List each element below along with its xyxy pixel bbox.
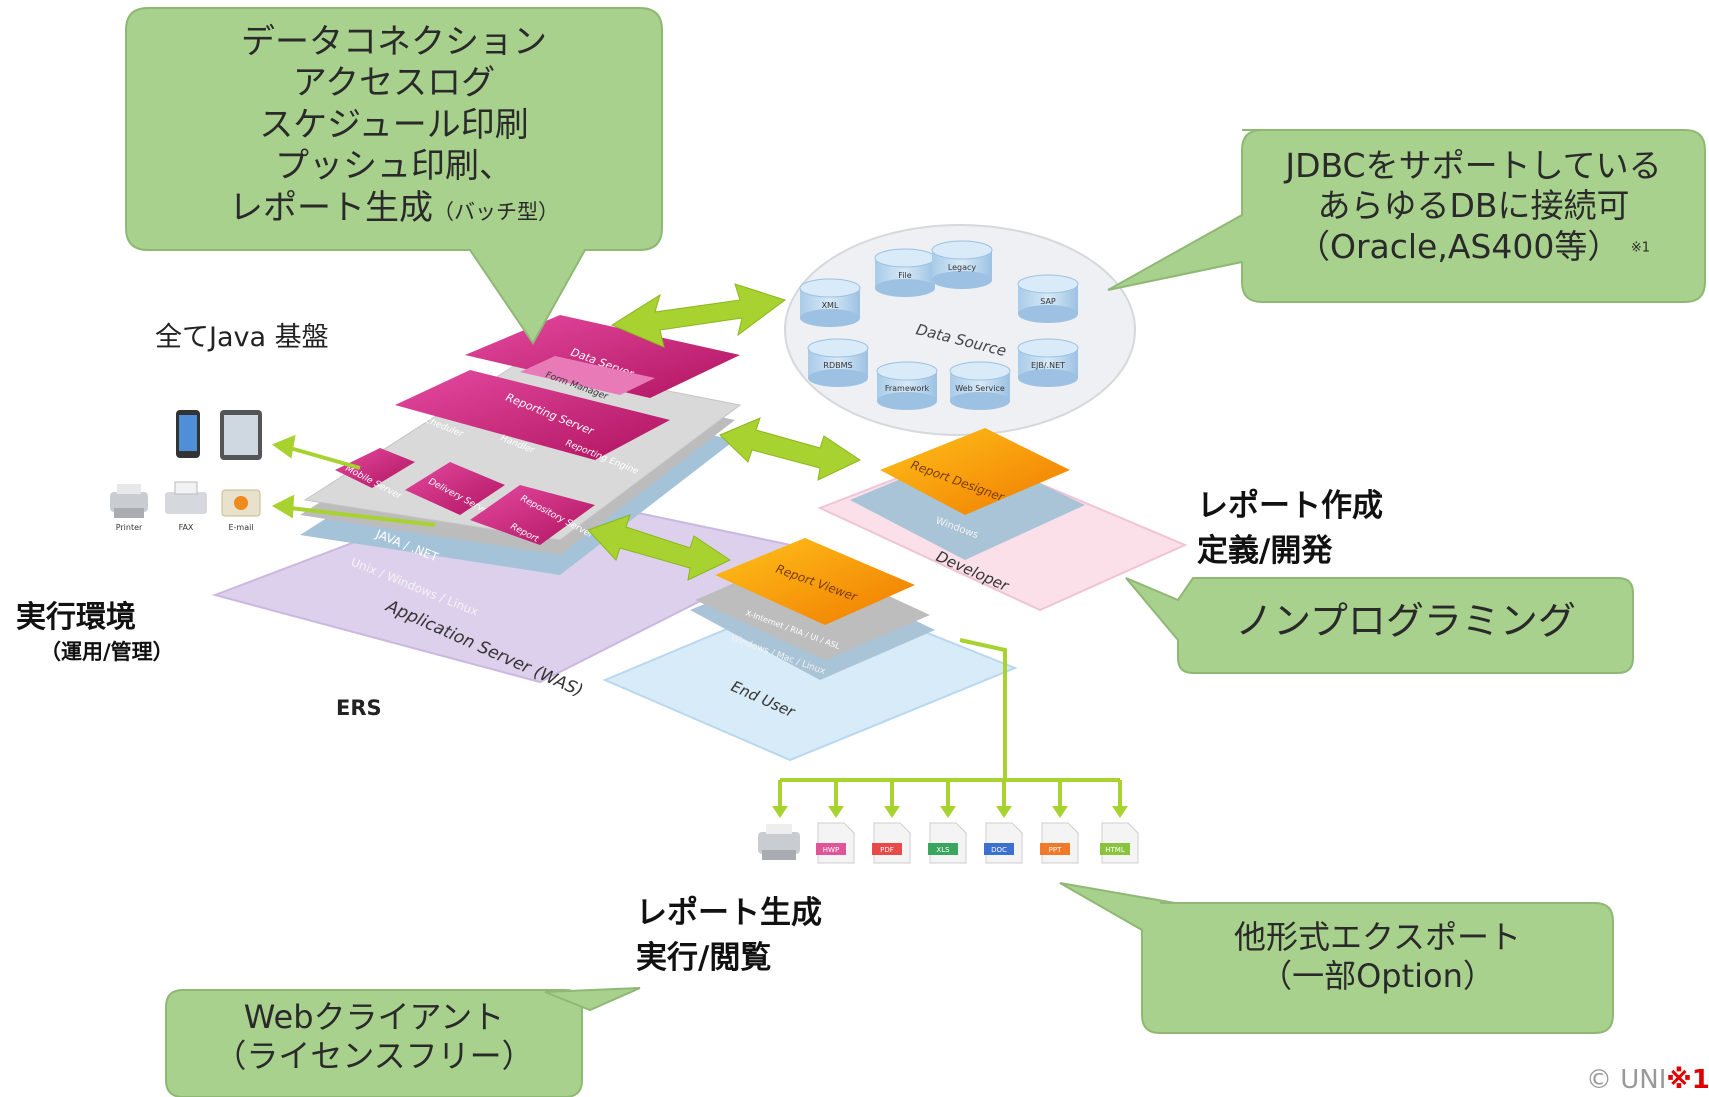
db-cylinder-web-service: Web Service: [949, 361, 1011, 410]
server-features-text: データコネクション アクセスログ スケジュール印刷 プッシュ印刷、 レポート生成…: [229, 22, 559, 228]
report-viewer-block: [715, 538, 915, 625]
export-doc-file-icon: DOC: [984, 822, 1023, 864]
reporting-server-block: [395, 370, 670, 460]
export-format-label: DOC: [991, 846, 1007, 854]
printer-icon: [110, 484, 148, 518]
db-label: Web Service: [955, 384, 1005, 393]
delivery-server-block: [405, 462, 505, 515]
export-pdf-file-icon: PDF: [872, 822, 911, 864]
export-printer-icon: [758, 824, 800, 860]
device-icons: [110, 410, 262, 518]
db-label: Framework: [885, 384, 930, 393]
report-gen-label: レポート生成: [636, 895, 822, 931]
runtime-title: 実行環境: [16, 600, 136, 635]
db-cylinder-sap: SAP: [1017, 274, 1079, 323]
email-icon: [221, 489, 261, 517]
repository-server-block: [470, 485, 595, 545]
device-arrows: [271, 434, 436, 527]
report-view-label: 実行/閲覧: [636, 940, 772, 976]
device-label: Printer: [116, 523, 143, 532]
ers-label: ERS: [336, 696, 382, 720]
copyright-footer: © UNI※1TA: [1586, 1065, 1709, 1095]
runtime-subtitle: （運用/管理）: [40, 640, 174, 664]
export-xls-file-icon: XLS: [928, 822, 967, 864]
export-arrows: [772, 780, 1128, 818]
device-label: E-mail: [228, 523, 253, 532]
db-label: RDBMS: [823, 361, 852, 370]
db-cylinder-file: File: [874, 248, 936, 297]
report-define-label: 定義/開発: [1197, 533, 1333, 569]
mobile-server-block: [335, 448, 415, 488]
export-format-label: PDF: [880, 846, 894, 854]
db-cylinder-framework: Framework: [876, 361, 938, 410]
export-icons: HWP PDF XLS DOC PPT HTML: [758, 822, 1139, 864]
fax-icon: [165, 481, 207, 514]
report-create-label: レポート作成: [1197, 488, 1383, 524]
report-designer-block: [880, 428, 1070, 515]
java-base-label: 全てJava 基盤: [155, 322, 329, 353]
export-hwp-file-icon: HWP: [816, 822, 855, 864]
developer-arrow: [719, 417, 862, 481]
db-cylinder-xml: XML: [799, 278, 861, 327]
db-label: XML: [822, 301, 839, 310]
export-format-label: HTML: [1105, 846, 1125, 854]
web-client-text: Webクライアント （ライセンスフリー）: [214, 998, 534, 1076]
device-label: FAX: [179, 523, 194, 532]
db-cylinder-legacy: Legacy: [931, 240, 993, 289]
nonprogramming-text: ノンプログラミング: [1235, 599, 1576, 643]
export-ppt-file-icon: PPT: [1040, 822, 1079, 864]
end-user-arrow: [587, 514, 732, 581]
report-designer-stack: Windows Report Designer: [850, 428, 1085, 560]
db-label: EJB/.NET: [1031, 361, 1065, 370]
db-cylinder-rdbms: RDBMS: [807, 338, 869, 387]
db-label: File: [898, 271, 911, 280]
export-text: 他形式エクスポート （一部Option）: [1233, 918, 1522, 996]
export-format-label: XLS: [936, 846, 950, 854]
db-label: SAP: [1040, 297, 1056, 306]
export-format-label: PPT: [1049, 846, 1062, 854]
export-html-file-icon: HTML: [1100, 822, 1139, 864]
jdbc-text: JDBCをサポートしている あらゆるDBに接続可 （Oracle,AS400等）…: [1285, 146, 1662, 266]
form-manager-block: [520, 356, 655, 395]
db-cylinder-ejb-net: EJB/.NET: [1017, 338, 1079, 387]
db-label: Legacy: [948, 263, 977, 272]
export-format-label: HWP: [823, 846, 839, 854]
